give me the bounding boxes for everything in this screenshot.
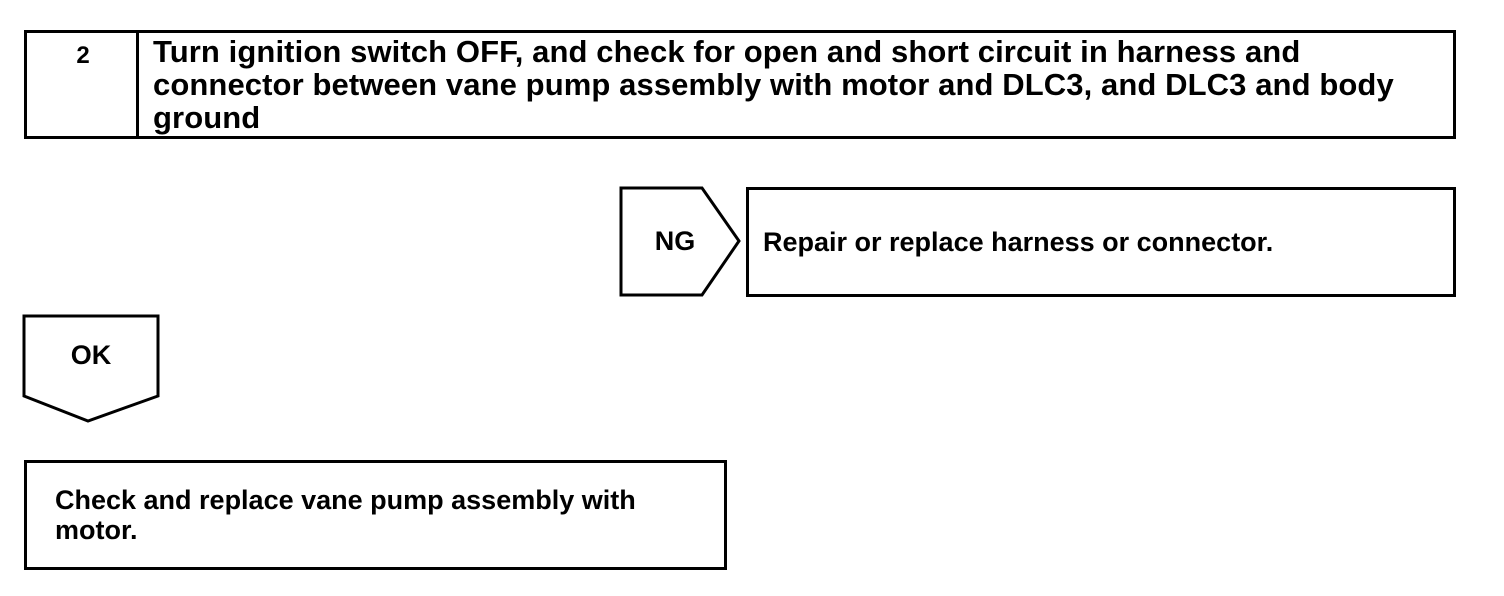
step-number-cell: 2 <box>27 33 139 136</box>
ok-action-text: Check and replace vane pump assembly wit… <box>55 485 636 545</box>
ok-action-box: Check and replace vane pump assembly wit… <box>24 460 727 570</box>
step-title: Turn ignition switch OFF, and check for … <box>153 34 1394 135</box>
ng-action-text: Repair or replace harness or connector. <box>763 227 1274 257</box>
ng-label: NG <box>654 226 696 256</box>
ng-action-box: Repair or replace harness or connector. <box>746 187 1456 297</box>
step-header-box: 2 Turn ignition switch OFF, and check fo… <box>24 30 1456 139</box>
step-number: 2 <box>76 42 90 69</box>
ok-label: OK <box>70 340 112 370</box>
